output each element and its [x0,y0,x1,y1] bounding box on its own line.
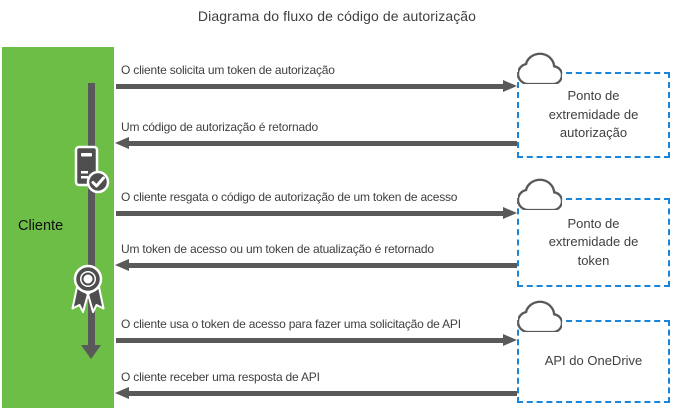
flow-label: O cliente receber uma resposta de API [121,370,320,384]
arrow-head [115,137,129,149]
flow-row-4: Um token de acesso ou um token de atuali… [115,242,517,272]
endpoint-label: API do OneDrive [544,353,643,369]
flow-label: O cliente usa o token de acesso para faz… [121,317,461,331]
cloud-icon [518,178,562,210]
arrow-shaft [127,263,517,268]
arrow-head [115,259,129,271]
flow-row-2: Um código de autorização é retornado [115,120,517,150]
arrow-shaft [127,141,517,146]
arrow-head [503,80,517,92]
arrow-left-icon [115,259,517,271]
arrow-right-icon [115,334,517,346]
endpoint-box-authorization: Ponto de extremidade de autorização [517,72,670,158]
flow-row-3: O cliente resgata o código de autorizaçã… [115,190,517,220]
client-timeline-line [88,83,95,345]
arrow-shaft [127,391,517,396]
endpoint-box-token: Ponto de extremidade de token [517,198,670,287]
server-check-icon [74,145,110,194]
diagram-title: Diagrama do fluxo de código de autorizaç… [197,8,477,24]
cloud-icon [518,300,562,332]
flow-row-1: O cliente solicita um token de autorizaç… [115,63,517,93]
client-label: Cliente [18,218,64,234]
arrow-shaft [116,211,505,216]
arrow-left-icon [115,387,517,399]
ribbon-seal-icon [71,264,105,313]
cloud-icon [518,52,562,84]
flow-label: O cliente resgata o código de autorizaçã… [121,190,458,204]
arrow-head [115,387,129,399]
arrow-left-icon [115,137,517,149]
flow-row-5: O cliente usa o token de acesso para faz… [115,317,517,347]
arrow-head [503,207,517,219]
down-arrow-icon [81,345,101,359]
arrow-right-icon [115,80,517,92]
arrow-shaft [116,338,505,343]
endpoint-label: Ponto de extremidade de autorização [548,88,639,141]
arrow-head [503,334,517,346]
flow-label: O cliente solicita um token de autorizaç… [121,63,335,77]
endpoint-label: Ponto de extremidade de token [548,215,639,268]
endpoint-box-onedrive-api: API do OneDrive [517,320,670,403]
flow-row-6: O cliente receber uma resposta de API [115,370,517,400]
flow-label: Um token de acesso ou um token de atuali… [121,242,434,256]
arrow-right-icon [115,207,517,219]
arrow-shaft [116,84,505,89]
flow-label: Um código de autorização é retornado [121,120,318,134]
